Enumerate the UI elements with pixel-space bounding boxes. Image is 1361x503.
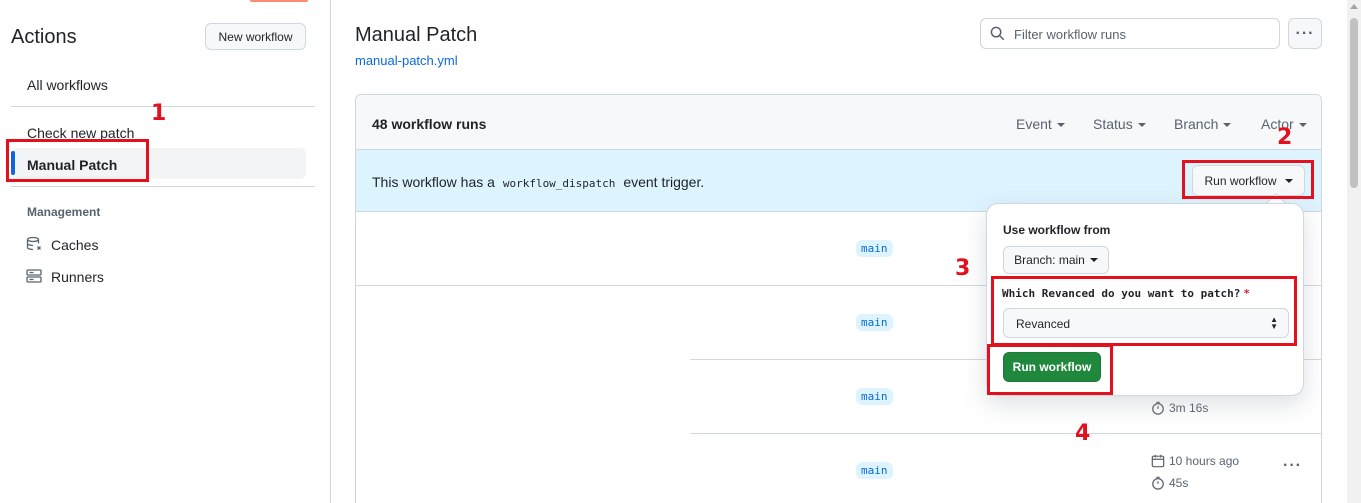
dispatch-suffix: event trigger. <box>623 174 705 190</box>
calendar-icon <box>1151 454 1165 468</box>
actor-filter-label: Actor <box>1261 116 1294 132</box>
status-filter[interactable]: Status <box>1093 116 1146 132</box>
select-arrows-icon: ▲▼ <box>1270 315 1278 331</box>
event-filter-label: Event <box>1016 116 1052 132</box>
run-workflow-dropdown-label: Run workflow <box>1204 173 1277 188</box>
annotation-box-4 <box>987 344 1113 395</box>
server-icon <box>26 268 42 284</box>
selected-indicator <box>11 151 15 175</box>
run-time: 10 hours ago <box>1151 454 1239 468</box>
annotation-number-1: 1 <box>151 101 167 126</box>
sidebar-title: Actions <box>11 26 77 48</box>
use-workflow-from-label: Use workflow from <box>1003 223 1111 237</box>
page-title: Manual Patch <box>355 24 478 46</box>
workflow-file-link[interactable]: manual-patch.yml <box>355 53 458 68</box>
sidebar-item-runners[interactable]: Runners <box>51 269 104 285</box>
status-filter-label: Status <box>1093 116 1133 132</box>
annotation-number-3: 3 <box>955 256 971 281</box>
run-duration-text: 45s <box>1169 476 1189 490</box>
sidebar-divider <box>11 186 315 187</box>
search-icon <box>990 26 1005 41</box>
sidebar-item-manual-patch[interactable] <box>11 148 306 179</box>
sidebar-item-manual-patch-label: Manual Patch <box>27 157 118 173</box>
dispatch-prefix: This workflow has a <box>372 174 495 190</box>
run-workflow-popover: Use workflow from Branch: main Which Rev… <box>986 203 1304 396</box>
caret-down-icon <box>1089 258 1098 262</box>
actor-filter[interactable]: Actor <box>1261 116 1307 132</box>
dispatch-code: workflow_dispatch <box>502 177 616 190</box>
sidebar-item-caches[interactable]: Caches <box>51 237 99 253</box>
branch-select-button[interactable]: Branch: main <box>1003 246 1109 274</box>
annotation-box-2 <box>1182 160 1314 199</box>
annotation-number-2: 2 <box>1277 125 1293 150</box>
filter-runs-input[interactable]: Filter workflow runs <box>980 18 1280 49</box>
sidebar-divider <box>11 106 315 107</box>
row-divider <box>690 433 1321 434</box>
run-workflow-dropdown[interactable]: Run workflow <box>1192 165 1305 196</box>
filter-placeholder: Filter workflow runs <box>1014 27 1126 42</box>
event-filter[interactable]: Event <box>1016 116 1065 132</box>
branch-select-label: Branch: main <box>1014 253 1085 267</box>
revanced-select[interactable]: Revanced ▲▼ <box>1003 308 1289 338</box>
branch-tag[interactable]: main <box>856 388 893 405</box>
row-more-button[interactable]: ··· <box>1283 457 1302 474</box>
new-workflow-button[interactable]: New workflow <box>205 23 306 50</box>
row-divider <box>356 285 1321 286</box>
annotation-number-4: 4 <box>1075 421 1091 446</box>
more-options-button[interactable]: ··· <box>1288 18 1322 49</box>
branch-tag[interactable]: main <box>856 240 893 257</box>
annotation-box-3 <box>991 276 1297 346</box>
run-duration: 45s <box>1151 476 1188 490</box>
sidebar-item-all-workflows[interactable]: All workflows <box>27 77 108 93</box>
branch-tag[interactable]: main <box>856 462 893 479</box>
tab-underline <box>250 0 308 2</box>
caret-down-icon <box>1298 123 1307 128</box>
database-icon <box>26 236 42 252</box>
caret-down-icon <box>1284 178 1293 183</box>
selected-option: Revanced <box>1016 317 1071 331</box>
scrollbar-thumb[interactable] <box>1350 18 1358 188</box>
question-text: Which Revanced do you want to patch? <box>1002 287 1241 300</box>
stopwatch-icon <box>1152 401 1164 415</box>
caret-down-icon <box>1223 123 1232 128</box>
runs-header: 48 workflow runs Event Status Branch Act… <box>356 95 1321 150</box>
caret-down-icon <box>1137 123 1146 128</box>
run-workflow-submit-button[interactable]: Run workflow <box>1003 352 1101 382</box>
run-duration-text: 3m 16s <box>1169 401 1209 415</box>
run-time-text: 10 hours ago <box>1169 454 1240 468</box>
required-mark: * <box>1243 287 1251 300</box>
branch-filter[interactable]: Branch <box>1174 116 1232 132</box>
annotation-box-1 <box>6 139 149 182</box>
sidebar: Actions New workflow All workflows Check… <box>0 0 331 503</box>
caret-down-icon <box>1056 123 1065 128</box>
runs-count: 48 workflow runs <box>372 116 487 132</box>
management-heading: Management <box>27 205 101 219</box>
branch-filter-label: Branch <box>1174 116 1219 132</box>
workflow-runs-panel: 48 workflow runs Event Status Branch Act… <box>355 94 1322 503</box>
branch-tag[interactable]: main <box>856 314 893 331</box>
input-question-label: Which Revanced do you want to patch?* <box>1002 287 1250 300</box>
dispatch-banner: This workflow has a workflow_dispatch ev… <box>356 150 1321 212</box>
scroll-up-icon[interactable] <box>1350 4 1358 9</box>
stopwatch-icon <box>1152 476 1164 490</box>
dispatch-text: This workflow has a workflow_dispatch ev… <box>372 174 704 190</box>
run-duration: 3m 16s <box>1151 401 1208 415</box>
sidebar-item-check-new-patch[interactable]: Check new patch <box>27 125 135 141</box>
